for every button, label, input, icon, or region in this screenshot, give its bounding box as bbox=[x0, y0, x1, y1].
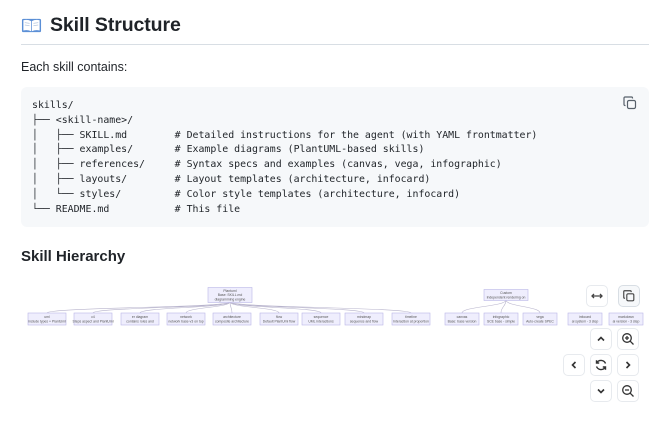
diagram-edge bbox=[229, 301, 412, 314]
svg-text:Steps aspect and PlantUml: Steps aspect and PlantUml bbox=[73, 319, 114, 323]
svg-text:uml: uml bbox=[44, 315, 50, 319]
svg-text:UML interactions: UML interactions bbox=[308, 319, 334, 323]
code-block: skills/ ├── <skill-name>/ │ ├── SKILL.md… bbox=[21, 87, 649, 227]
svg-text:infocard: infocard bbox=[579, 315, 591, 319]
svg-text:Custom: Custom bbox=[500, 291, 512, 295]
svg-text:flow: flow bbox=[276, 315, 283, 319]
diagram-edge bbox=[229, 301, 365, 314]
reset-icon[interactable] bbox=[590, 354, 612, 376]
svg-text:infographic: infographic bbox=[493, 315, 510, 319]
diagram-edge bbox=[229, 301, 233, 314]
svg-text:Base: SKILL.md: Base: SKILL.md bbox=[218, 293, 243, 297]
svg-text:Independent rendering on: Independent rendering on bbox=[487, 295, 526, 299]
svg-text:Base: base version: Base: base version bbox=[448, 319, 477, 323]
svg-text:architecture: architecture bbox=[223, 315, 241, 319]
svg-text:markdown: markdown bbox=[618, 315, 634, 319]
svg-text:Auto-create SPEC: Auto-create SPEC bbox=[526, 319, 554, 323]
diagram-edge bbox=[229, 301, 322, 314]
diagram-edge bbox=[92, 301, 231, 314]
code-content: skills/ ├── <skill-name>/ │ ├── SKILL.md… bbox=[32, 100, 538, 215]
diagram-edge bbox=[505, 299, 541, 314]
svg-text:canvas: canvas bbox=[457, 315, 468, 319]
svg-text:er diagram: er diagram bbox=[132, 315, 148, 319]
diagram-edge bbox=[46, 301, 231, 314]
svg-text:ai version - 3 step: ai version - 3 step bbox=[613, 319, 640, 323]
svg-text:ai system - 3 step: ai system - 3 step bbox=[572, 319, 599, 323]
svg-text:vega: vega bbox=[536, 315, 543, 319]
svg-text:contains roles and: contains roles and bbox=[126, 319, 154, 323]
zoom-out-icon[interactable] bbox=[617, 380, 639, 402]
section-heading: Skill Structure bbox=[21, 14, 181, 37]
diagram-edge bbox=[185, 301, 231, 314]
svg-text:c4: c4 bbox=[91, 315, 95, 319]
copy-icon[interactable] bbox=[618, 285, 640, 307]
svg-text:Default PlantUml flow: Default PlantUml flow bbox=[263, 319, 296, 323]
svg-text:composite architecture: composite architecture bbox=[215, 319, 249, 323]
chevron-up-icon[interactable] bbox=[590, 328, 612, 350]
open-book-icon bbox=[21, 15, 42, 36]
svg-text:diagramming engine: diagramming engine bbox=[215, 297, 246, 301]
svg-text:network base-v3 on top: network base-v3 on top bbox=[168, 319, 203, 323]
svg-text:network: network bbox=[180, 315, 192, 319]
zoom-in-icon[interactable] bbox=[617, 328, 639, 350]
page-title: Skill Structure bbox=[50, 14, 181, 36]
svg-text:include types + PlantUml: include types + PlantUml bbox=[28, 319, 66, 323]
copy-icon[interactable] bbox=[622, 95, 638, 111]
diagram-edge bbox=[461, 299, 507, 314]
intro-text: Each skill contains: bbox=[21, 60, 128, 74]
chevron-down-icon[interactable] bbox=[590, 380, 612, 402]
svg-text:mindmap: mindmap bbox=[357, 315, 371, 319]
hierarchy-heading: Skill Hierarchy bbox=[21, 248, 126, 265]
svg-text:sequence: sequence bbox=[314, 315, 329, 319]
diagram-edge bbox=[139, 301, 231, 314]
svg-text:Plantuml: Plantuml bbox=[223, 289, 236, 293]
diagram-edge bbox=[500, 299, 507, 314]
arrows-horizontal-icon[interactable] bbox=[586, 285, 608, 307]
chevron-right-icon[interactable] bbox=[617, 354, 639, 376]
svg-text:SCE base - simple: SCE base - simple bbox=[487, 319, 515, 323]
heading-divider bbox=[21, 44, 649, 45]
chevron-left-icon[interactable] bbox=[563, 354, 585, 376]
svg-text:sequence and flow: sequence and flow bbox=[350, 319, 379, 323]
svg-text:Interaction at proportion: Interaction at proportion bbox=[393, 319, 429, 323]
svg-text:timeline: timeline bbox=[405, 315, 417, 319]
